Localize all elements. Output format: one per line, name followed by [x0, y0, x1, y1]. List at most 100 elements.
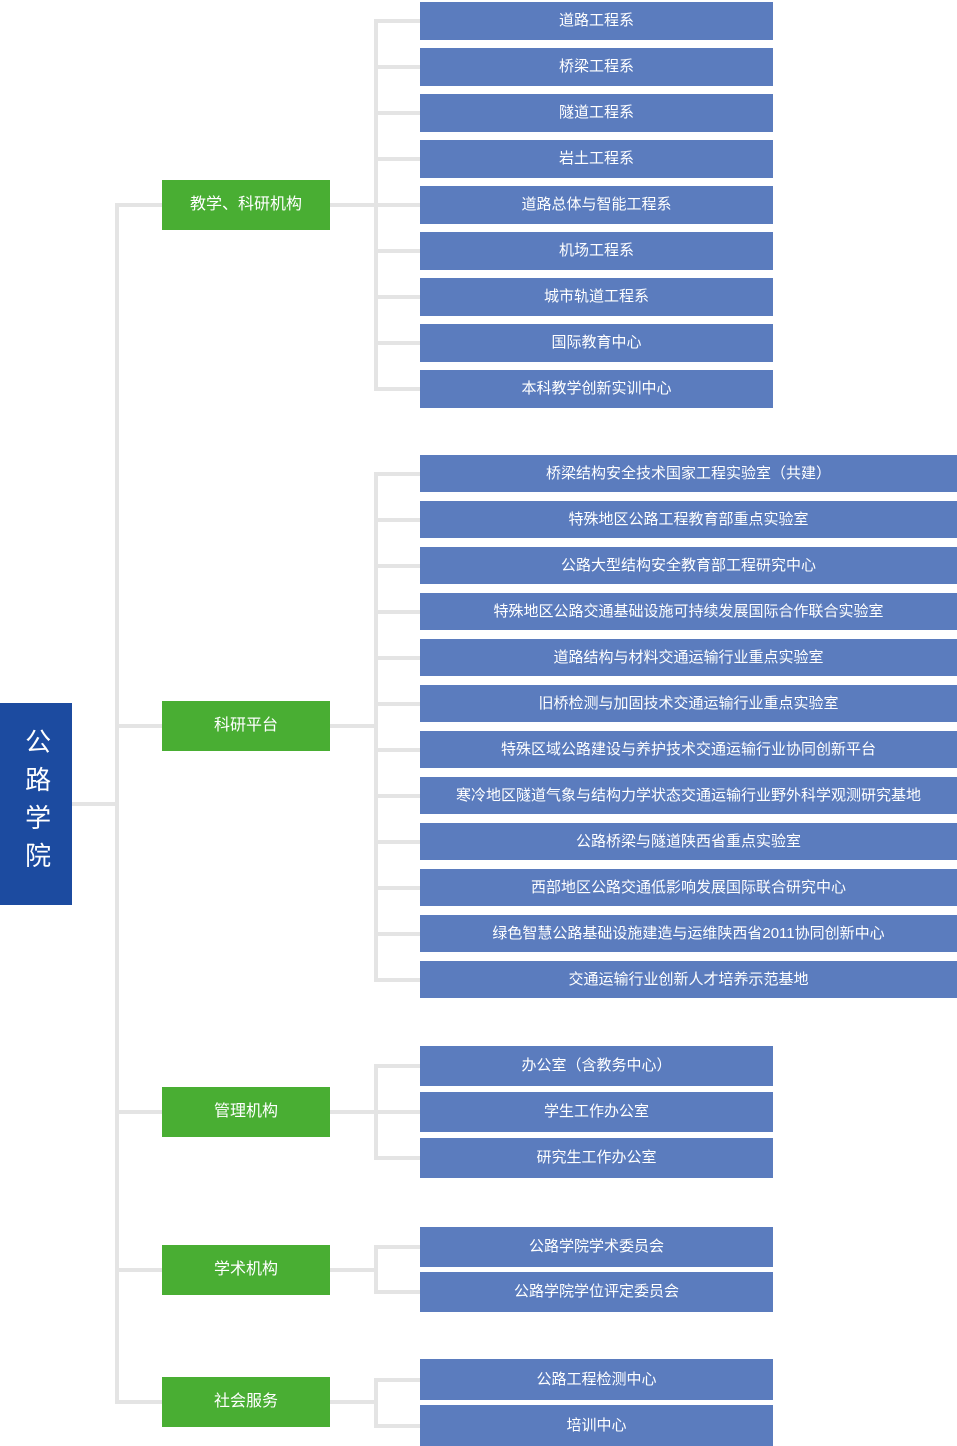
org-unit-node: 道路工程系 — [420, 2, 773, 40]
org-unit-node-label: 公路大型结构安全教育部工程研究中心 — [560, 556, 816, 574]
unit-connector-line — [374, 1423, 420, 1428]
unit-connector-line — [374, 249, 420, 253]
org-unit-node-label: 办公室（含教务中心） — [521, 1057, 672, 1074]
root-node: 公路学院 — [0, 703, 72, 905]
org-unit-node: 机场工程系 — [420, 232, 773, 270]
org-unit-node: 交通运输行业创新人才培养示范基地 — [420, 961, 957, 998]
org-unit-node: 公路学院学术委员会 — [420, 1227, 773, 1267]
org-unit-node: 培训中心 — [420, 1405, 773, 1446]
org-unit-node-label: 本科教学创新实训中心 — [521, 380, 672, 397]
category-node-research-platforms: 科研平台 — [162, 701, 330, 751]
org-unit-node-label: 桥梁工程系 — [558, 58, 634, 75]
org-unit-node: 办公室（含教务中心） — [420, 1046, 773, 1086]
category-connector-line — [115, 1110, 162, 1114]
unit-connector-line — [374, 1156, 420, 1160]
category-node-management-units: 管理机构 — [162, 1087, 330, 1137]
unit-connector-line — [374, 1245, 420, 1249]
org-unit-node-label: 西部地区公路交通低影响发展国际联合研究中心 — [530, 878, 846, 896]
org-unit-node-label: 特殊区域公路建设与养护技术交通运输行业协同创新平台 — [500, 740, 876, 758]
org-unit-node-label: 公路工程检测中心 — [536, 1370, 657, 1388]
org-unit-node-label: 岩土工程系 — [558, 150, 634, 167]
org-unit-node-label: 道路结构与材料交通运输行业重点实验室 — [553, 648, 824, 666]
category-connector-line — [330, 1268, 378, 1272]
org-unit-node: 绿色智慧公路基础设施建造与运维陕西省2011协同创新中心 — [420, 915, 957, 952]
category-node-academic-bodies-label: 学术机构 — [213, 1261, 278, 1279]
category-node-research-platforms-label: 科研平台 — [213, 717, 278, 735]
category-node-social-services-label: 社会服务 — [213, 1393, 278, 1411]
unit-connector-line — [374, 1064, 420, 1068]
org-unit-node-label: 旧桥检测与加固技术交通运输行业重点实验室 — [538, 694, 839, 712]
org-unit-node: 道路总体与智能工程系 — [420, 186, 773, 224]
org-unit-node: 学生工作办公室 — [420, 1092, 773, 1132]
unit-connector-line — [374, 655, 420, 660]
unit-connector-line — [374, 203, 420, 207]
org-unit-node: 公路学院学位评定委员会 — [420, 1272, 773, 1312]
unit-connector-line — [374, 341, 420, 345]
root-node-label: 公路学院 — [21, 728, 52, 880]
org-unit-node-label: 国际教育中心 — [551, 334, 642, 351]
category-connector-line — [115, 203, 162, 207]
unit-connector-line — [374, 701, 420, 706]
unit-connector-line — [374, 1110, 420, 1114]
category-connector-line — [330, 724, 378, 728]
org-unit-node: 桥梁结构安全技术国家工程实验室（共建） — [420, 455, 957, 492]
org-unit-node: 旧桥检测与加固技术交通运输行业重点实验室 — [420, 685, 957, 722]
org-unit-node-label: 特殊地区公路工程教育部重点实验室 — [568, 510, 809, 528]
subtrunk-connector-line — [374, 1245, 378, 1294]
unit-connector-line — [374, 65, 420, 69]
unit-connector-line — [374, 931, 420, 936]
unit-connector-line — [374, 111, 420, 115]
org-unit-node-label: 研究生工作办公室 — [536, 1149, 657, 1166]
subtrunk-connector-line — [374, 1377, 378, 1428]
unit-connector-line — [374, 471, 420, 476]
org-unit-node-label: 城市轨道工程系 — [543, 288, 649, 305]
category-connector-line — [330, 203, 378, 207]
category-node-social-services: 社会服务 — [162, 1377, 330, 1427]
unit-connector-line — [374, 793, 420, 798]
org-unit-node: 国际教育中心 — [420, 324, 773, 362]
org-unit-node-label: 学生工作办公室 — [543, 1103, 649, 1120]
org-unit-node-label: 绿色智慧公路基础设施建造与运维陕西省2011协同创新中心 — [492, 924, 885, 942]
org-unit-node-label: 隧道工程系 — [558, 104, 634, 121]
category-node-teaching-research-units: 教学、科研机构 — [162, 180, 330, 230]
unit-connector-line — [374, 885, 420, 890]
unit-connector-line — [374, 1290, 420, 1294]
category-connector-line — [115, 1268, 162, 1272]
org-unit-node-label: 培训中心 — [566, 1416, 627, 1434]
org-unit-node-label: 公路学院学术委员会 — [528, 1238, 664, 1255]
org-unit-node: 西部地区公路交通低影响发展国际联合研究中心 — [420, 869, 957, 906]
subtrunk-connector-line — [374, 471, 378, 982]
unit-connector-line — [374, 977, 420, 982]
org-unit-node: 研究生工作办公室 — [420, 1138, 773, 1178]
org-unit-node: 桥梁工程系 — [420, 48, 773, 86]
unit-connector-line — [374, 517, 420, 522]
org-unit-node-label: 桥梁结构安全技术国家工程实验室（共建） — [545, 464, 831, 482]
category-connector-line — [115, 724, 162, 728]
org-unit-node-label: 道路工程系 — [558, 12, 634, 29]
org-unit-node: 道路结构与材料交通运输行业重点实验室 — [420, 639, 957, 676]
org-unit-node: 隧道工程系 — [420, 94, 773, 132]
org-unit-node: 本科教学创新实训中心 — [420, 370, 773, 408]
category-connector-line — [330, 1400, 378, 1404]
org-unit-node: 寒冷地区隧道气象与结构力学状态交通运输行业野外科学观测研究基地 — [420, 777, 957, 814]
unit-connector-line — [374, 563, 420, 568]
org-unit-node-label: 寒冷地区隧道气象与结构力学状态交通运输行业野外科学观测研究基地 — [455, 786, 921, 804]
unit-connector-line — [374, 387, 420, 391]
org-unit-node: 公路工程检测中心 — [420, 1359, 773, 1400]
unit-connector-line — [374, 609, 420, 614]
org-unit-node-label: 公路桥梁与隧道陕西省重点实验室 — [575, 832, 801, 850]
org-unit-node-label: 道路总体与智能工程系 — [521, 196, 672, 213]
org-unit-node-label: 公路学院学位评定委员会 — [513, 1283, 679, 1300]
org-unit-node: 特殊地区公路交通基础设施可持续发展国际合作联合实验室 — [420, 593, 957, 630]
category-node-teaching-research-units-label: 教学、科研机构 — [189, 196, 302, 214]
unit-connector-line — [374, 295, 420, 299]
org-unit-node-label: 特殊地区公路交通基础设施可持续发展国际合作联合实验室 — [493, 602, 884, 620]
root-connector-line — [72, 802, 119, 806]
unit-connector-line — [374, 19, 420, 23]
category-connector-line — [330, 1110, 378, 1114]
unit-connector-line — [374, 839, 420, 844]
org-unit-node: 特殊地区公路工程教育部重点实验室 — [420, 501, 957, 538]
org-unit-node-label: 机场工程系 — [558, 242, 634, 259]
org-unit-node: 特殊区域公路建设与养护技术交通运输行业协同创新平台 — [420, 731, 957, 768]
